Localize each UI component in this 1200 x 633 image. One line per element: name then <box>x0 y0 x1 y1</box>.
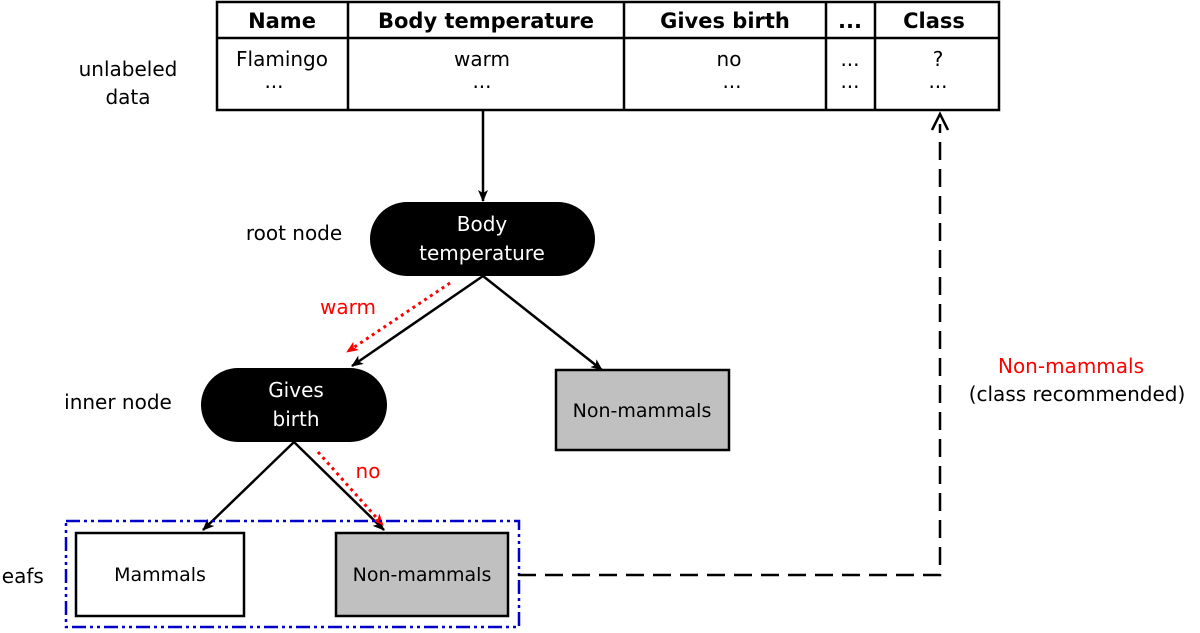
cell-gives-birth: no <box>717 47 742 71</box>
leaf-mammals <box>74 531 246 618</box>
edge-label-warm: warm <box>320 295 376 319</box>
leafs-caption: leafs <box>0 564 44 588</box>
inner-node-caption: inner node <box>64 390 172 414</box>
root-node-label-line1: Body <box>457 212 508 236</box>
cell-body-temperature: warm <box>454 47 510 71</box>
cell-ellipsis-row2: ... <box>840 69 859 93</box>
table-frame <box>215 0 1001 112</box>
unlabeled-data-label-line2: data <box>105 85 150 109</box>
unlabeled-data-table: Name Body temperature Gives birth ... Cl… <box>215 0 1001 112</box>
leaf-nonmammals-label: Non-mammals <box>353 564 492 586</box>
edge-root-to-inner <box>351 274 484 368</box>
cell-ellipsis-row2: ... <box>722 69 741 93</box>
leaf-nonmammals <box>334 531 510 618</box>
unlabeled-data-label-line1: unlabeled <box>79 57 178 81</box>
header-body-temperature: Body temperature <box>378 9 594 33</box>
header-ellipsis: ... <box>838 9 862 33</box>
edge-inner-to-mammals <box>202 441 295 531</box>
leaf-nonmammals-right <box>554 368 731 452</box>
cell-ellipsis-row2: ... <box>472 69 491 93</box>
recommendation-arrowhead <box>930 111 950 131</box>
cell-class: ? <box>933 47 944 71</box>
edge-label-no: no <box>356 459 381 483</box>
path-arrow-no <box>316 451 385 526</box>
root-node-caption: root node <box>246 221 342 245</box>
cell-ellipsis-row2: ... <box>928 69 947 93</box>
leaf-mammals-label: Mammals <box>114 564 206 586</box>
recommendation-path <box>518 124 942 577</box>
recommended-class-note: (class recommended) <box>969 382 1186 406</box>
inner-node <box>201 368 387 442</box>
root-node-label-line2: temperature <box>419 241 545 265</box>
recommended-class: Non-mammals <box>998 354 1144 378</box>
leaf-nonmammals-right-label: Non-mammals <box>573 400 712 422</box>
header-gives-birth: Gives birth <box>660 9 790 33</box>
cell-name: Flamingo <box>236 47 328 71</box>
inner-node-label-line2: birth <box>273 407 320 431</box>
edge-inner-to-nonmammals <box>293 441 385 531</box>
header-name: Name <box>248 9 316 33</box>
cell-ellipsis-row2: ... <box>264 69 283 93</box>
root-node <box>370 202 595 276</box>
header-class: Class <box>903 9 965 33</box>
edge-root-to-nonmammals <box>482 275 603 371</box>
cell-ellipsis: ... <box>840 47 859 71</box>
inner-node-label-line1: Gives <box>268 378 324 402</box>
